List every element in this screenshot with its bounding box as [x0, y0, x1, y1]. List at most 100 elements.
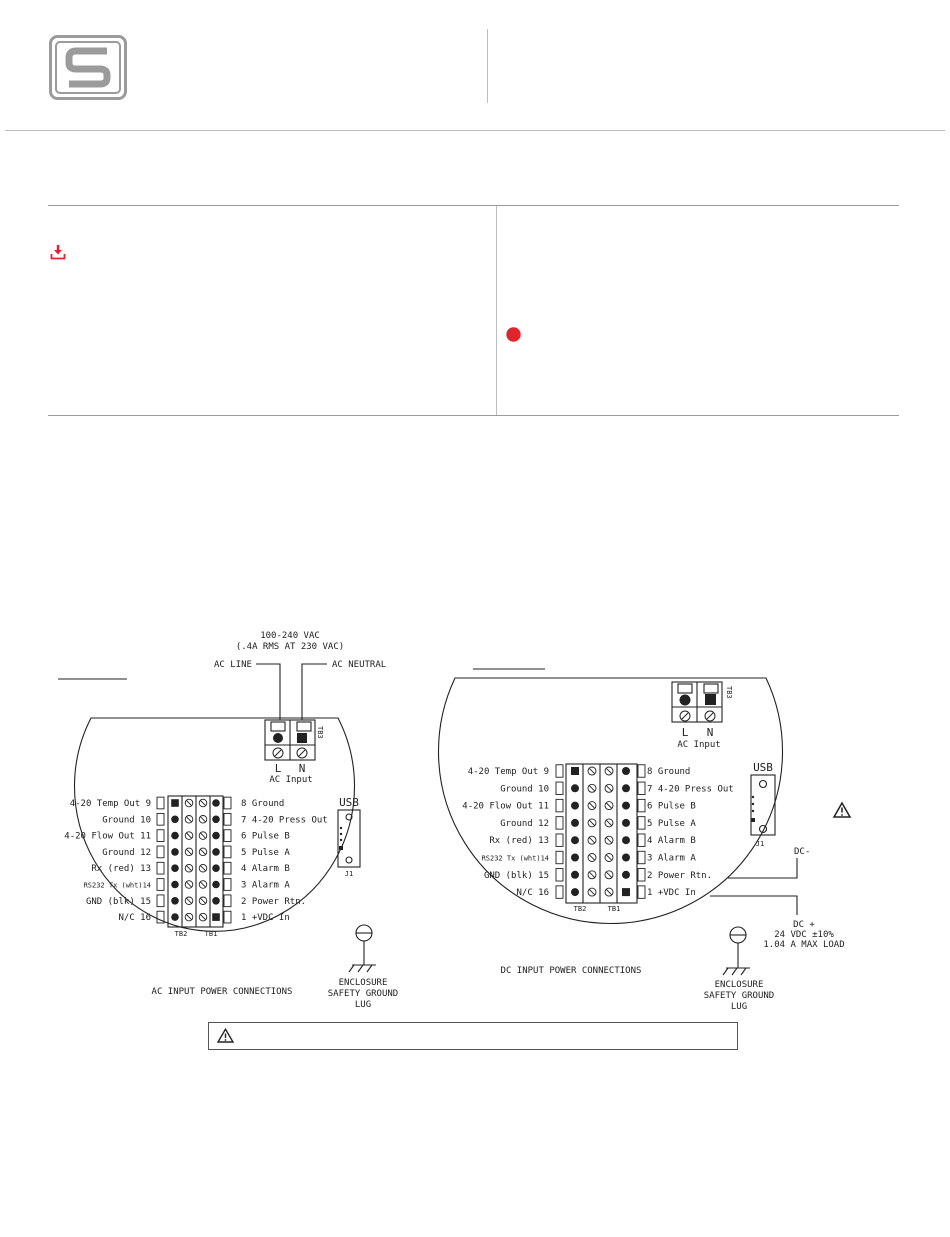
- dc-tb2-label: TB2: [574, 905, 587, 913]
- ac-left-terminal-10: Ground 10: [102, 815, 151, 825]
- terminal-screw: [198, 831, 208, 840]
- dc-left-terminal-10: Ground 10: [500, 784, 549, 794]
- ac-left-terminal-16: N/C 16: [118, 913, 151, 923]
- ac-l-label: L: [275, 762, 282, 775]
- dc-left-terminal-13: Rx (red) 13: [489, 836, 549, 846]
- terminal-dot: [171, 831, 179, 840]
- red-dot-icon: [506, 327, 521, 342]
- terminal-screw-slot: [589, 854, 595, 861]
- terminal-screw: [184, 896, 194, 906]
- ac-lug-line2: SAFETY GROUND: [328, 989, 398, 999]
- terminal-dot: [622, 801, 630, 810]
- ac-n-label: N: [299, 762, 306, 775]
- dc-left-terminal-11: 4-20 Flow Out 11: [462, 802, 549, 812]
- terminal-screw: [184, 912, 194, 922]
- terminal-clamp: [223, 829, 232, 842]
- terminal-screw-slot: [606, 871, 612, 878]
- terminal-screw: [184, 880, 194, 889]
- terminal-clamp: [555, 850, 564, 865]
- terminal-screw: [604, 853, 614, 862]
- ac-right-terminal-6: 6 Pulse B: [241, 832, 290, 842]
- terminal-screw-slot: [589, 889, 595, 896]
- terminal-screw: [587, 801, 597, 811]
- terminal-dot: [171, 880, 179, 889]
- wiring-diagram: 100-240 VAC (.4A RMS AT 230 VAC) AC LINE…: [58, 631, 852, 1012]
- terminal-screw-slot: [200, 800, 206, 806]
- ac-left-terminal-13: Rx (red) 13: [91, 864, 151, 874]
- terminal-square: [171, 799, 179, 807]
- ac-line-label: AC LINE: [214, 660, 252, 670]
- terminal-screw: [604, 887, 614, 897]
- terminal-clamp: [156, 845, 165, 859]
- ac-left-terminal-9: 4-20 Temp Out 9: [70, 799, 151, 809]
- terminal-dot: [571, 888, 579, 897]
- dc-lug-line3: LUG: [731, 1002, 747, 1012]
- ac-input-label: AC Input: [269, 775, 312, 785]
- dc-n-label: N: [707, 726, 714, 739]
- dc-enclosure-outline: [437, 677, 784, 925]
- terminal-dot: [571, 870, 579, 879]
- warning-triangle-icon: [217, 1028, 234, 1043]
- terminal-clamp: [637, 764, 646, 778]
- terminal-clamp: [156, 910, 165, 924]
- terminal-clamp: [637, 781, 646, 795]
- ac-right-terminal-4: 4 Alarm B: [241, 864, 290, 874]
- dc-left-terminal-15: GND (blk) 15: [484, 871, 549, 881]
- terminal-clamp: [637, 833, 646, 847]
- s-logo-icon: [49, 35, 127, 100]
- ac-right-terminal-2: 2 Power Rtn.: [241, 897, 306, 907]
- terminal-screw: [198, 847, 208, 857]
- terminal-dot: [571, 836, 579, 845]
- dc-plus-line1: DC +: [793, 920, 815, 930]
- terminal-clamp: [555, 764, 564, 778]
- dc-left-terminal-16: N/C 16: [516, 888, 549, 898]
- dc-plus-line2: 24 VDC ±10%: [774, 930, 834, 940]
- terminal-dot: [212, 897, 220, 905]
- terminal-dot: [212, 831, 220, 840]
- warning-box: [208, 1022, 738, 1050]
- terminal-screw-slot: [186, 881, 192, 888]
- info-box: [48, 205, 899, 416]
- dc-terminal-symbols: [555, 764, 646, 899]
- terminal-clamp: [555, 868, 564, 882]
- terminal-screw-slot: [200, 898, 206, 904]
- ac-right-terminal-7: 7 4-20 Press Out: [241, 815, 328, 825]
- terminal-square: [571, 767, 579, 775]
- ac-right-terminal-3: 3 Alarm A: [241, 881, 290, 891]
- terminal-dot: [171, 848, 179, 856]
- dc-left-terminal-labels: 4-20 Temp Out 9 Ground 10 4-20 Flow Out 11…: [462, 767, 549, 898]
- terminal-screw: [604, 766, 614, 776]
- terminal-screw: [198, 798, 208, 808]
- terminal-clamp: [555, 833, 564, 847]
- terminal-screw: [587, 783, 597, 793]
- ac-tb2-label: TB2: [175, 930, 188, 938]
- terminal-dot: [622, 818, 630, 827]
- ac-left-terminal-12: Ground 12: [102, 848, 151, 858]
- terminal-screw-slot: [186, 816, 192, 823]
- dc-right-terminal-6: 6 Pulse B: [647, 802, 696, 812]
- terminal-dot: [212, 799, 220, 807]
- dc-left-terminal-9: 4-20 Temp Out 9: [468, 767, 549, 777]
- ac-usb-label: USB: [339, 796, 359, 809]
- terminal-clamp: [637, 885, 646, 899]
- ac-enclosure-outline: [73, 717, 356, 932]
- terminal-dot: [212, 864, 220, 872]
- terminal-clamp: [637, 868, 646, 882]
- dc-right-terminal-4: 4 Alarm B: [647, 836, 696, 846]
- terminal-dot: [171, 913, 179, 921]
- terminal-screw: [604, 870, 614, 880]
- terminal-dot: [212, 848, 220, 856]
- terminal-screw-slot: [186, 865, 192, 871]
- download-icon[interactable]: [50, 244, 66, 260]
- terminal-dot: [171, 864, 179, 872]
- dc-right-terminal-3: 3 Alarm A: [647, 854, 696, 864]
- terminal-clamp: [223, 812, 232, 826]
- terminal-screw-slot: [606, 837, 612, 844]
- terminal-screw-slot: [606, 802, 612, 809]
- terminal-screw-slot: [589, 837, 595, 844]
- terminal-screw-slot: [200, 914, 206, 920]
- terminal-screw-slot: [589, 802, 595, 809]
